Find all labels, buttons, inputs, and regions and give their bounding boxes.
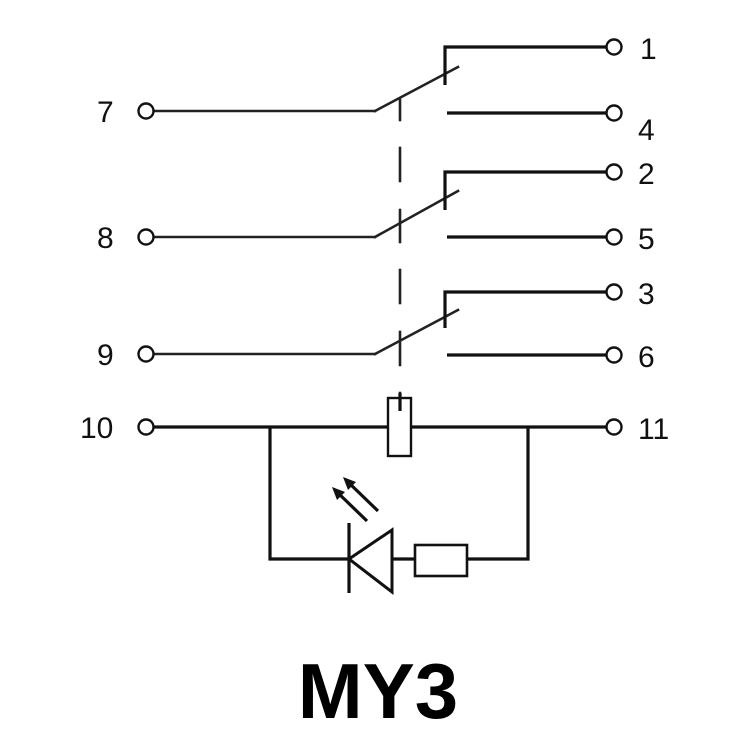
label-terminal-6: 6 <box>638 341 655 374</box>
label-terminal-4: 4 <box>638 114 655 147</box>
terminal-7 <box>137 102 155 120</box>
switch-9-3-6 <box>137 283 623 364</box>
label-terminal-10: 10 <box>80 412 113 445</box>
terminal-1 <box>605 38 623 56</box>
terminal-8 <box>137 228 155 246</box>
terminal-9 <box>137 345 155 363</box>
switch-7-1-4 <box>137 38 623 122</box>
label-terminal-3: 3 <box>638 278 655 311</box>
label-terminal-9: 9 <box>97 339 114 372</box>
diagram-title: MY3 <box>298 647 458 735</box>
led-diode-icon <box>346 523 394 596</box>
label-terminal-5: 5 <box>638 223 655 256</box>
label-terminal-8: 8 <box>97 222 114 255</box>
terminal-6 <box>605 346 623 364</box>
led-branch <box>268 427 530 596</box>
terminal-3 <box>605 283 623 301</box>
resistor <box>413 543 469 578</box>
coil-circuit <box>137 393 623 458</box>
terminal-5 <box>605 228 623 246</box>
label-terminal-7: 7 <box>97 96 114 129</box>
light-emission-arrows-icon <box>332 477 380 523</box>
terminal-2 <box>605 163 623 181</box>
terminal-4 <box>605 104 623 122</box>
switch-8-2-5 <box>137 163 623 246</box>
terminal-11 <box>605 418 623 436</box>
terminal-10 <box>137 418 155 436</box>
label-terminal-2: 2 <box>638 158 655 191</box>
label-terminal-1: 1 <box>640 33 657 66</box>
label-terminal-11: 11 <box>638 413 669 446</box>
